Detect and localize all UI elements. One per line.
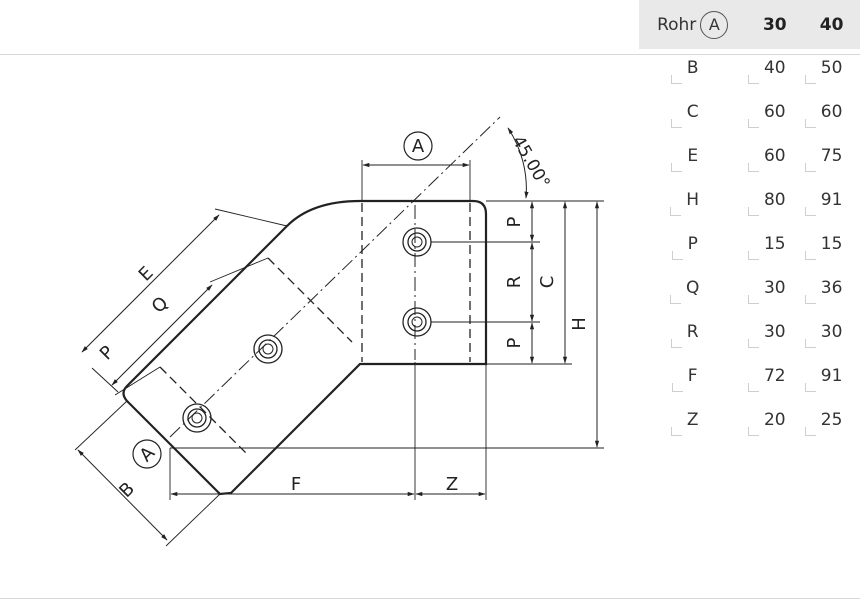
row-label: H <box>670 190 701 216</box>
label-z: Z <box>446 474 458 495</box>
row-label: Z <box>671 410 701 436</box>
technical-drawing: A A 45.00° P R P C H F Z E Q P B <box>74 116 604 547</box>
table-row: Q 30 36 <box>639 269 860 313</box>
hole-4 <box>182 403 212 433</box>
row-value-40: 75 <box>804 146 845 172</box>
table-row: P 15 15 <box>639 225 860 269</box>
table-row: R 30 30 <box>639 313 860 357</box>
header-size-40: 40 <box>803 0 860 49</box>
label-e: E <box>135 263 158 286</box>
label-b: B <box>115 478 139 502</box>
label-angle: 45.00° <box>508 133 554 193</box>
header-size-30: 30 <box>746 0 804 49</box>
table-row: C 60 60 <box>639 93 860 137</box>
row-value-30: 72 <box>748 366 788 392</box>
table-row: F 72 91 <box>639 357 860 401</box>
dimension-lines <box>77 127 600 541</box>
row-value-40: 25 <box>804 410 845 436</box>
header-rohr: Rohr A <box>639 0 747 49</box>
row-value-30: 60 <box>748 102 788 128</box>
center-lines <box>169 116 501 438</box>
row-label: E <box>671 146 700 172</box>
row-value-40: 60 <box>804 102 845 128</box>
row-value-40: 50 <box>804 58 845 84</box>
row-value-40: 91 <box>804 190 845 216</box>
label-a-left: A <box>136 442 160 466</box>
table-row: B 40 50 <box>639 49 860 93</box>
label-c: C <box>537 276 558 289</box>
row-value-30: 30 <box>748 322 788 348</box>
row-label: R <box>670 322 701 348</box>
row-value-30: 80 <box>748 190 788 216</box>
row-value-40: 91 <box>804 366 845 392</box>
label-p-diag: P <box>96 342 119 365</box>
header-rohr-marker: A <box>700 10 729 39</box>
frame-top-line <box>0 54 860 55</box>
row-value-30: 40 <box>748 58 788 84</box>
label-a-top: A <box>412 136 425 157</box>
datum-a-circle-top <box>403 131 433 161</box>
label-h: H <box>569 317 590 331</box>
datum-a-circle-left <box>132 439 162 469</box>
row-label: B <box>671 58 701 84</box>
hole-2 <box>402 307 432 337</box>
row-label: P <box>671 234 700 260</box>
label-p-lower: P <box>504 337 525 348</box>
table-row: H 80 91 <box>639 181 860 225</box>
row-value-40: 15 <box>804 234 845 260</box>
row-value-30: 60 <box>748 146 788 172</box>
row-value-30: 15 <box>748 234 788 260</box>
header-rohr-label: Rohr <box>657 14 697 35</box>
part-outline <box>122 199 488 496</box>
label-r: R <box>504 276 525 289</box>
label-f: F <box>291 474 301 495</box>
row-label: C <box>670 102 701 128</box>
label-p-upper: P <box>504 216 525 227</box>
row-label: F <box>672 366 700 392</box>
frame-bottom-line <box>0 598 860 599</box>
row-value-30: 30 <box>748 278 788 304</box>
table-row: E 60 75 <box>639 137 860 181</box>
table-row: Z 20 25 <box>639 401 860 445</box>
dimension-table: Rohr A 30 40 B 40 50 C 60 60 E 60 75 H 8… <box>639 0 860 445</box>
row-value-40: 30 <box>804 322 845 348</box>
label-q: Q <box>148 293 173 318</box>
row-value-30: 20 <box>748 410 788 436</box>
hole-3 <box>253 334 283 364</box>
row-label: Q <box>669 278 701 304</box>
table-header-row: Rohr A 30 40 <box>639 0 860 49</box>
row-value-40: 36 <box>804 278 845 304</box>
hole-1 <box>402 227 432 257</box>
